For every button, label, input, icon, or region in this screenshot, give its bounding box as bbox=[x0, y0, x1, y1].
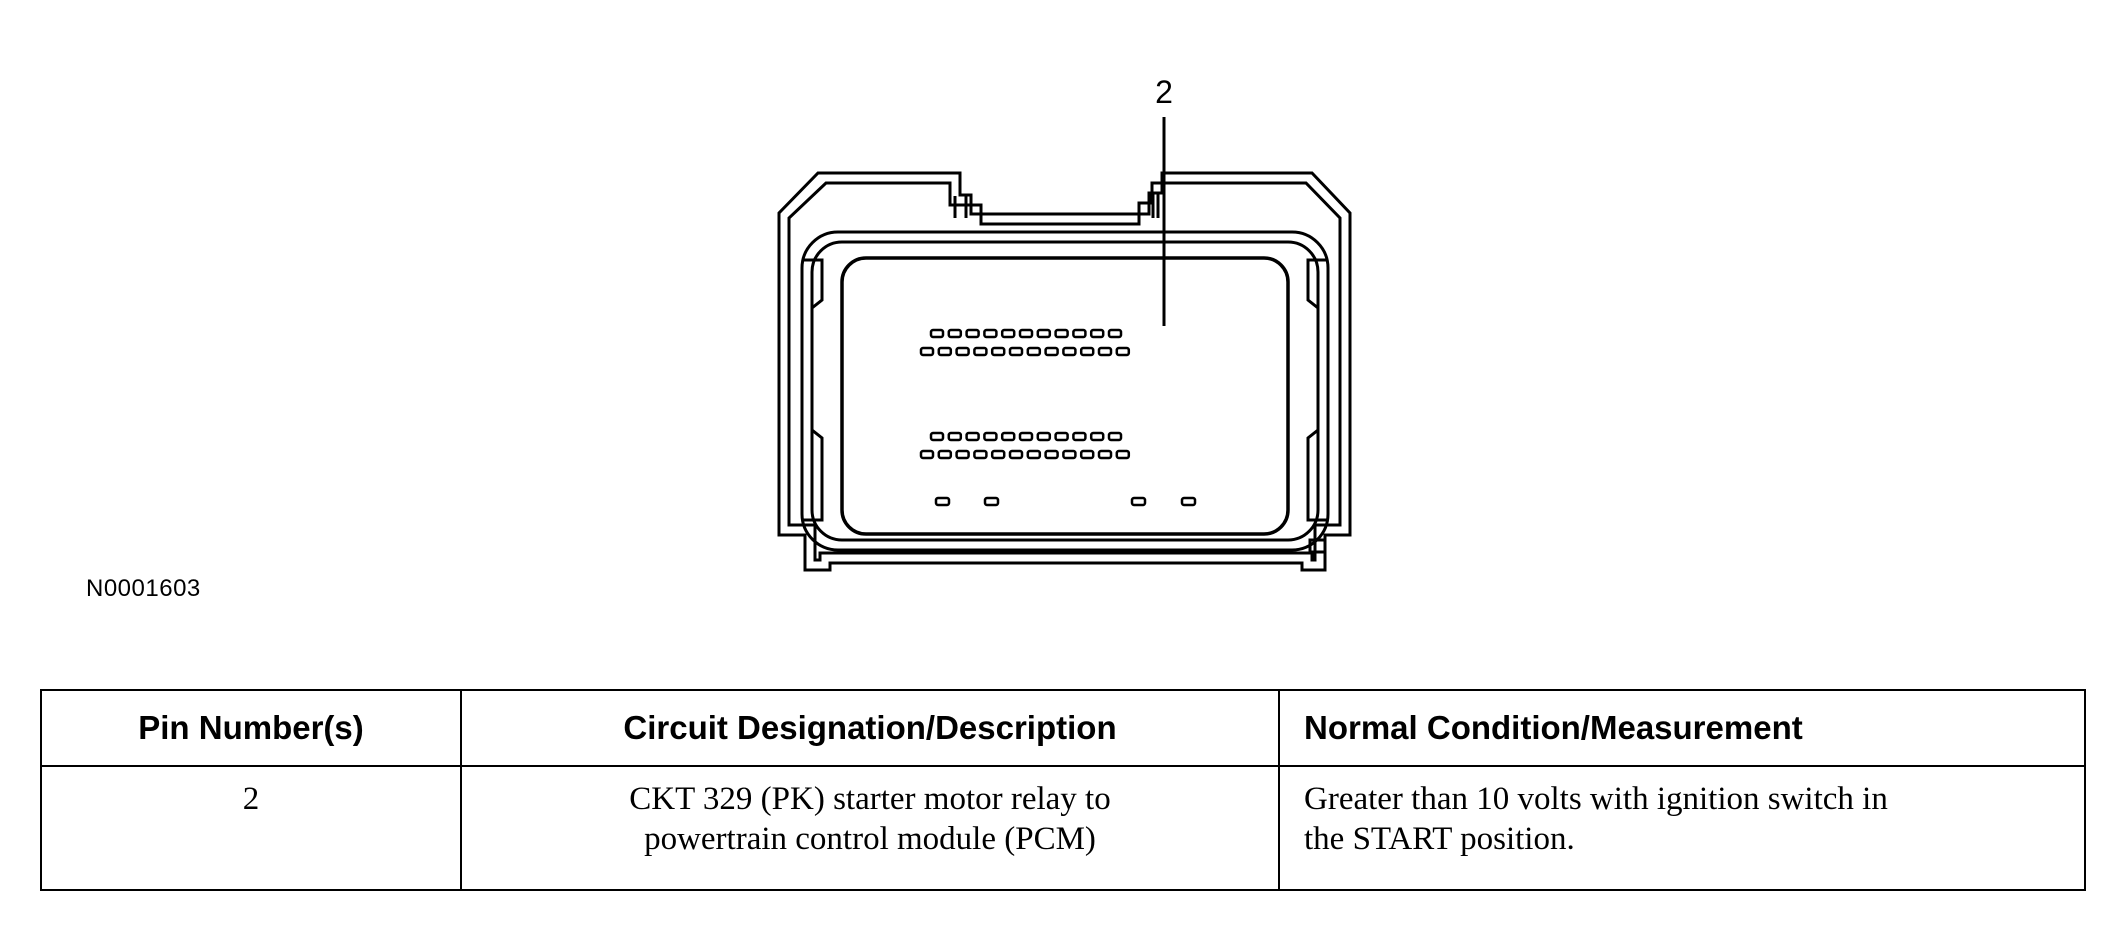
pin-cavity bbox=[1115, 449, 1131, 460]
pin-cavity bbox=[1018, 431, 1034, 442]
pin-number-cell: 2 bbox=[40, 765, 462, 891]
connector-key-tab-right bbox=[1151, 194, 1160, 218]
pin-cavity bbox=[1018, 328, 1034, 339]
condition-line-1: Greater than 10 volts with ignition swit… bbox=[1304, 781, 1888, 817]
pin-cavity bbox=[1044, 346, 1059, 357]
pin-cavity bbox=[1097, 346, 1113, 357]
connector-seal-ring-inner bbox=[810, 240, 1320, 542]
pin-cavity bbox=[1036, 431, 1052, 442]
connector-outer-shell bbox=[777, 171, 1352, 572]
figure-id: N0001603 bbox=[86, 575, 201, 602]
pin-cavity bbox=[955, 346, 970, 357]
connector-side-latch-left bbox=[802, 258, 824, 522]
pin-cavity bbox=[919, 346, 935, 357]
pin-cavity bbox=[1072, 328, 1087, 339]
pin-cavity bbox=[947, 328, 963, 339]
pin-cavity bbox=[1000, 431, 1016, 442]
connector-shell-inner-edge bbox=[787, 181, 1342, 562]
pin-cavity bbox=[1079, 346, 1095, 357]
pin-cavity bbox=[934, 496, 951, 507]
pin-cavity bbox=[1079, 449, 1095, 460]
condition-line-2: the START position. bbox=[1304, 821, 1575, 857]
pin-cavity bbox=[1062, 346, 1077, 357]
pin-cavity bbox=[1072, 431, 1087, 442]
pin-cavity bbox=[1054, 328, 1069, 339]
pin-cavity bbox=[1097, 449, 1113, 460]
table-header-row: Pin Number(s) Circuit Designation/Descri… bbox=[40, 689, 2086, 767]
pin-cavity bbox=[983, 328, 998, 339]
pin-cavity bbox=[1008, 449, 1024, 460]
pin-cavity bbox=[1008, 346, 1024, 357]
pin-cavity bbox=[947, 431, 963, 442]
pin-cavity bbox=[1036, 328, 1052, 339]
pin-cavity bbox=[1115, 346, 1131, 357]
circuit-line-1: CKT 329 (PK) starter motor relay to bbox=[629, 781, 1111, 817]
pin-cavity bbox=[973, 449, 988, 460]
pin-cavity bbox=[1107, 328, 1123, 339]
callout-label: 2 bbox=[1155, 74, 1173, 110]
pin-cavity bbox=[919, 449, 935, 460]
condition-cell: Greater than 10 volts with ignition swit… bbox=[1278, 765, 2086, 891]
circuit-line-2: powertrain control module (PCM) bbox=[644, 821, 1096, 857]
circuit-cell: CKT 329 (PK) starter motor relay to powe… bbox=[460, 765, 1280, 891]
pin-cavity bbox=[1130, 496, 1147, 507]
connector-diagram: 2 bbox=[777, 74, 1352, 572]
header-pin-numbers: Pin Number(s) bbox=[40, 689, 462, 767]
connector-seal-ring-outer bbox=[800, 230, 1330, 552]
pin-cavity bbox=[1026, 449, 1042, 460]
pin-cavity bbox=[983, 496, 1000, 507]
pin-number: 2 bbox=[242, 781, 260, 817]
pin-cavity bbox=[973, 346, 988, 357]
pin-cavity bbox=[990, 346, 1006, 357]
pin-cavity bbox=[929, 431, 945, 442]
pin-cavity bbox=[1089, 328, 1105, 339]
pin-cavity bbox=[1026, 346, 1042, 357]
pin-cavity bbox=[1089, 431, 1105, 442]
pin-cavity bbox=[955, 449, 970, 460]
pin-cavity bbox=[937, 346, 953, 357]
connector-latch-step bbox=[1308, 538, 1327, 554]
pin-cavity bbox=[1062, 449, 1077, 460]
pin-cavity bbox=[983, 431, 998, 442]
pin-cavity bbox=[1054, 431, 1069, 442]
pin-cavity bbox=[1044, 449, 1059, 460]
connector-cavity-body bbox=[840, 256, 1290, 536]
pin-cavity bbox=[929, 328, 945, 339]
pin-cavity bbox=[1107, 431, 1123, 442]
pin-cavities bbox=[919, 328, 1197, 507]
pin-cavity bbox=[965, 328, 980, 339]
connector-side-latch-right bbox=[1306, 258, 1328, 522]
header-circuit-description: Circuit Designation/Description bbox=[460, 689, 1280, 767]
pin-cavity bbox=[1000, 328, 1016, 339]
pin-cavity bbox=[965, 431, 980, 442]
pin-cavity bbox=[937, 449, 953, 460]
connector-key-tab-left bbox=[953, 196, 968, 218]
pin-cavity bbox=[990, 449, 1006, 460]
header-normal-condition: Normal Condition/Measurement bbox=[1278, 689, 2086, 767]
pin-cavity bbox=[1180, 496, 1197, 507]
pin-table: Pin Number(s) Circuit Designation/Descri… bbox=[40, 689, 2086, 891]
table-row: 2 CKT 329 (PK) starter motor relay to po… bbox=[40, 765, 2086, 891]
